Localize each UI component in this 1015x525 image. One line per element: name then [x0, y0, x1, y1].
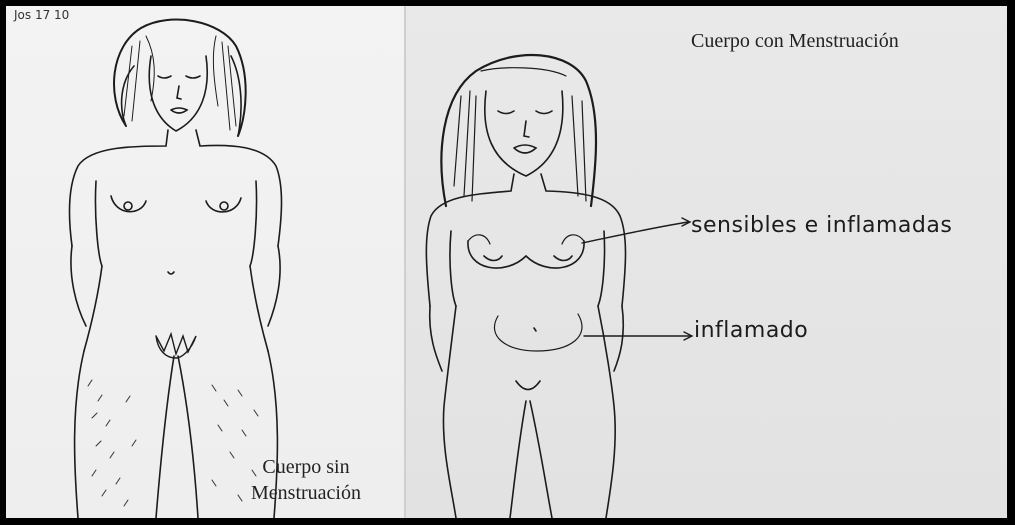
image-frame: Jos 17 10 [6, 6, 1007, 518]
body-without-menstruation-drawing [6, 6, 404, 518]
caption-line-1: Cuerpo sin [251, 454, 361, 480]
caption-line-2: Menstruación [251, 480, 361, 506]
body-with-menstruation-drawing [406, 6, 1007, 518]
right-sketch-panel: Cuerpo con Menstruación [406, 6, 1007, 518]
annotation-breasts: sensibles e inflamadas [691, 213, 952, 238]
caption-without-menstruation: Cuerpo sin Menstruación [251, 454, 361, 506]
annotation-belly: inflamado [694, 318, 808, 343]
left-sketch-panel: Jos 17 10 [6, 6, 404, 518]
